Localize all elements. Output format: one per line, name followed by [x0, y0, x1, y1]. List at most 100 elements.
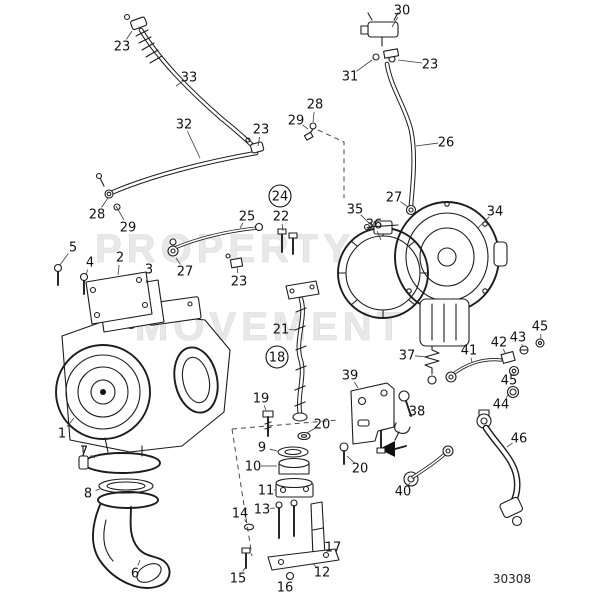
callout-17-49: 17: [325, 541, 342, 556]
leader-line-36-17: [376, 231, 382, 241]
callout-4-21: 4: [86, 256, 94, 271]
callout-33-2: 33: [181, 71, 198, 86]
callout-44-34: 44: [493, 398, 510, 413]
leader-line-20-42: [346, 455, 355, 463]
leader-line-43-28: [521, 343, 524, 348]
callout-28-12: 28: [89, 208, 106, 223]
callout-32-8: 32: [176, 118, 193, 133]
callout-35-16: 35: [347, 203, 364, 218]
leader-line-35-16: [360, 214, 373, 227]
callout-38-37: 38: [409, 405, 426, 420]
screw-31: [372, 53, 380, 61]
diagram-line-art: [53, 12, 545, 589]
hose-clamp-23-top: [130, 16, 148, 31]
callout-25-14: 25: [239, 210, 256, 225]
v-band-clamp-7: [78, 445, 161, 474]
banjo-27-and-pipe-25: [167, 222, 264, 269]
leader-line-7-39: [90, 454, 96, 459]
leader-line-22-15: [281, 223, 284, 232]
turbine-housing-34: [394, 201, 508, 385]
callout-20-42: 20: [352, 462, 369, 477]
gasket-2: [85, 271, 153, 325]
callout-20-36: 20: [314, 418, 331, 433]
leader-line-17-49: [324, 541, 327, 544]
leader-line-42-29: [502, 348, 507, 355]
leader-line-29-6: [302, 124, 309, 130]
callout-34-18: 34: [487, 205, 504, 220]
callout-45-33: 45: [501, 374, 518, 389]
callout-18-26: 18: [269, 351, 286, 366]
callout-41-30: 41: [461, 344, 478, 359]
leader-line-39-32: [353, 381, 359, 389]
leader-line-37-31: [414, 355, 428, 358]
leader-line-23-1: [126, 30, 133, 40]
callout-23-7: 23: [253, 123, 270, 138]
washer-20-right: [339, 442, 349, 452]
leader-line-9-40: [269, 448, 278, 452]
washer-14: [243, 523, 255, 531]
oil-pipe-33: [123, 13, 260, 153]
fitting-28-29: [303, 122, 345, 198]
nut-16: [285, 571, 295, 581]
exhaust-elbow-6: [92, 491, 171, 589]
callout-43-28: 43: [510, 331, 527, 346]
leader-line-31-3: [356, 59, 373, 72]
oil-pipe-41-fittings: [445, 338, 545, 399]
callout-14-48: 14: [232, 507, 249, 522]
callout-10-41: 10: [245, 460, 262, 475]
callout-3-22: 3: [145, 263, 153, 278]
leader-line-12-50: [312, 563, 317, 567]
bracket-39: [339, 382, 395, 465]
callout-27-11: 27: [386, 191, 403, 206]
callout-2-20: 2: [116, 251, 124, 266]
leader-line-28-12: [101, 197, 109, 208]
leader-line-30-0: [391, 16, 399, 28]
turbocharger-1: [53, 263, 231, 457]
callout-1-38: 1: [58, 427, 66, 442]
callout-23-4: 23: [422, 58, 439, 73]
callout-11-46: 11: [258, 484, 275, 499]
callout-8-45: 8: [84, 487, 92, 502]
flange-stack-9-10-11: [241, 446, 314, 581]
gasket-9: [277, 446, 309, 458]
callout-37-31: 37: [399, 349, 416, 364]
figure-number: 30308: [493, 572, 531, 586]
leader-line-33-2: [175, 81, 183, 87]
bolt-15: [241, 547, 251, 554]
bracket-12-17: [231, 419, 340, 571]
leader-line-2-20: [117, 264, 120, 276]
washer-20: [297, 431, 311, 441]
banjo-bolt-28: [95, 172, 103, 180]
bolt-19: [262, 410, 274, 437]
callout-19-35: 19: [253, 392, 270, 407]
leader-line-40-44: [407, 482, 411, 486]
pressure-pipe-26: [384, 61, 417, 216]
callout-6-53: 6: [131, 567, 139, 582]
leader-line-4-21: [85, 269, 89, 276]
callout-27-23: 27: [177, 265, 194, 280]
leader-line-19-35: [263, 405, 267, 411]
leader-line-27-23: [175, 257, 181, 265]
hose-clamp-23-left: [229, 257, 244, 269]
hose-clamp-23-mid: [250, 141, 265, 154]
fitting-27-right: [405, 204, 417, 216]
callout-circle-18: [265, 345, 289, 369]
valve-38: [394, 390, 412, 441]
v-clamp-ring-35-36: [337, 220, 429, 319]
nut-45-lower: [508, 365, 520, 377]
leader-line-20-36: [306, 427, 316, 434]
leader-line-25-14: [239, 222, 244, 229]
callout-23-24: 23: [231, 275, 248, 290]
leader-line-29-13: [115, 205, 125, 221]
callout-leader-lines: [59, 16, 542, 580]
leader-line-16-52: [287, 577, 290, 580]
pressure-sensor-30: [360, 12, 400, 63]
callout-15-51: 15: [230, 572, 247, 587]
leader-line-32-8: [187, 131, 201, 159]
leader-line-26-9: [415, 142, 439, 147]
leader-line-46-43: [506, 442, 513, 448]
elbow-42: [500, 351, 516, 364]
callout-9-40: 9: [258, 441, 266, 456]
